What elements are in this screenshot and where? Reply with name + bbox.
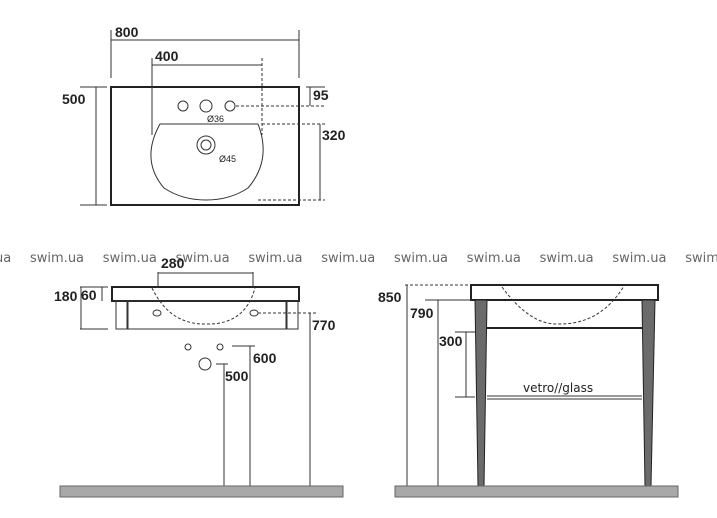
dim-basin-depth: 320 (322, 127, 346, 143)
watermark-text: swim.ua (685, 251, 717, 266)
dim-total-height: 180 (54, 288, 78, 304)
dim-shelf-gap: 300 (439, 333, 463, 349)
watermark-text: swim.ua (30, 251, 84, 266)
dim-width: 800 (115, 24, 139, 40)
dim-fixing-height: 770 (312, 317, 336, 333)
dim-top-thickness: 60 (81, 287, 97, 303)
front-view: 280 180 60 600 500 770 (54, 255, 344, 498)
leg-left (474, 299, 488, 487)
watermark-text: swim.ua (467, 251, 521, 266)
tap-hole-diameter: Ø36 (207, 114, 224, 124)
watermark-text: swim.ua (176, 251, 230, 266)
watermark-text: swim.ua (394, 251, 448, 266)
watermark-row: swim.ua swim.ua swim.ua swim.ua swim.ua swim.… (0, 251, 717, 266)
side-view: vetro//glass 850 790 300 (378, 284, 679, 498)
dim-overall-height: 850 (378, 289, 402, 305)
floor (59, 485, 344, 498)
dim-bracket-spacing: 280 (161, 255, 185, 271)
watermark-text: swim.ua (321, 251, 375, 266)
watermark-text: swim.ua (103, 251, 157, 266)
dim-hole-spacing: 400 (155, 48, 179, 64)
dim-depth: 500 (62, 91, 86, 107)
shelf-label: vetro//glass (523, 381, 593, 395)
drain-diameter: Ø45 (219, 154, 236, 164)
watermark-text: swim.ua (612, 251, 666, 266)
top-view: 800 400 500 Ø36 95 Ø45 320 (62, 24, 346, 206)
floor (394, 485, 679, 498)
dim-tap-offset: 95 (313, 87, 329, 103)
watermark-text: swim.ua (540, 251, 594, 266)
dim-drain-height: 500 (225, 368, 249, 384)
leg-right (641, 299, 656, 487)
watermark-text: swim.ua (248, 251, 302, 266)
dim-supply-height: 600 (253, 350, 277, 366)
dim-frame-height: 790 (410, 305, 434, 321)
watermark-text: swim.ua (0, 251, 11, 266)
